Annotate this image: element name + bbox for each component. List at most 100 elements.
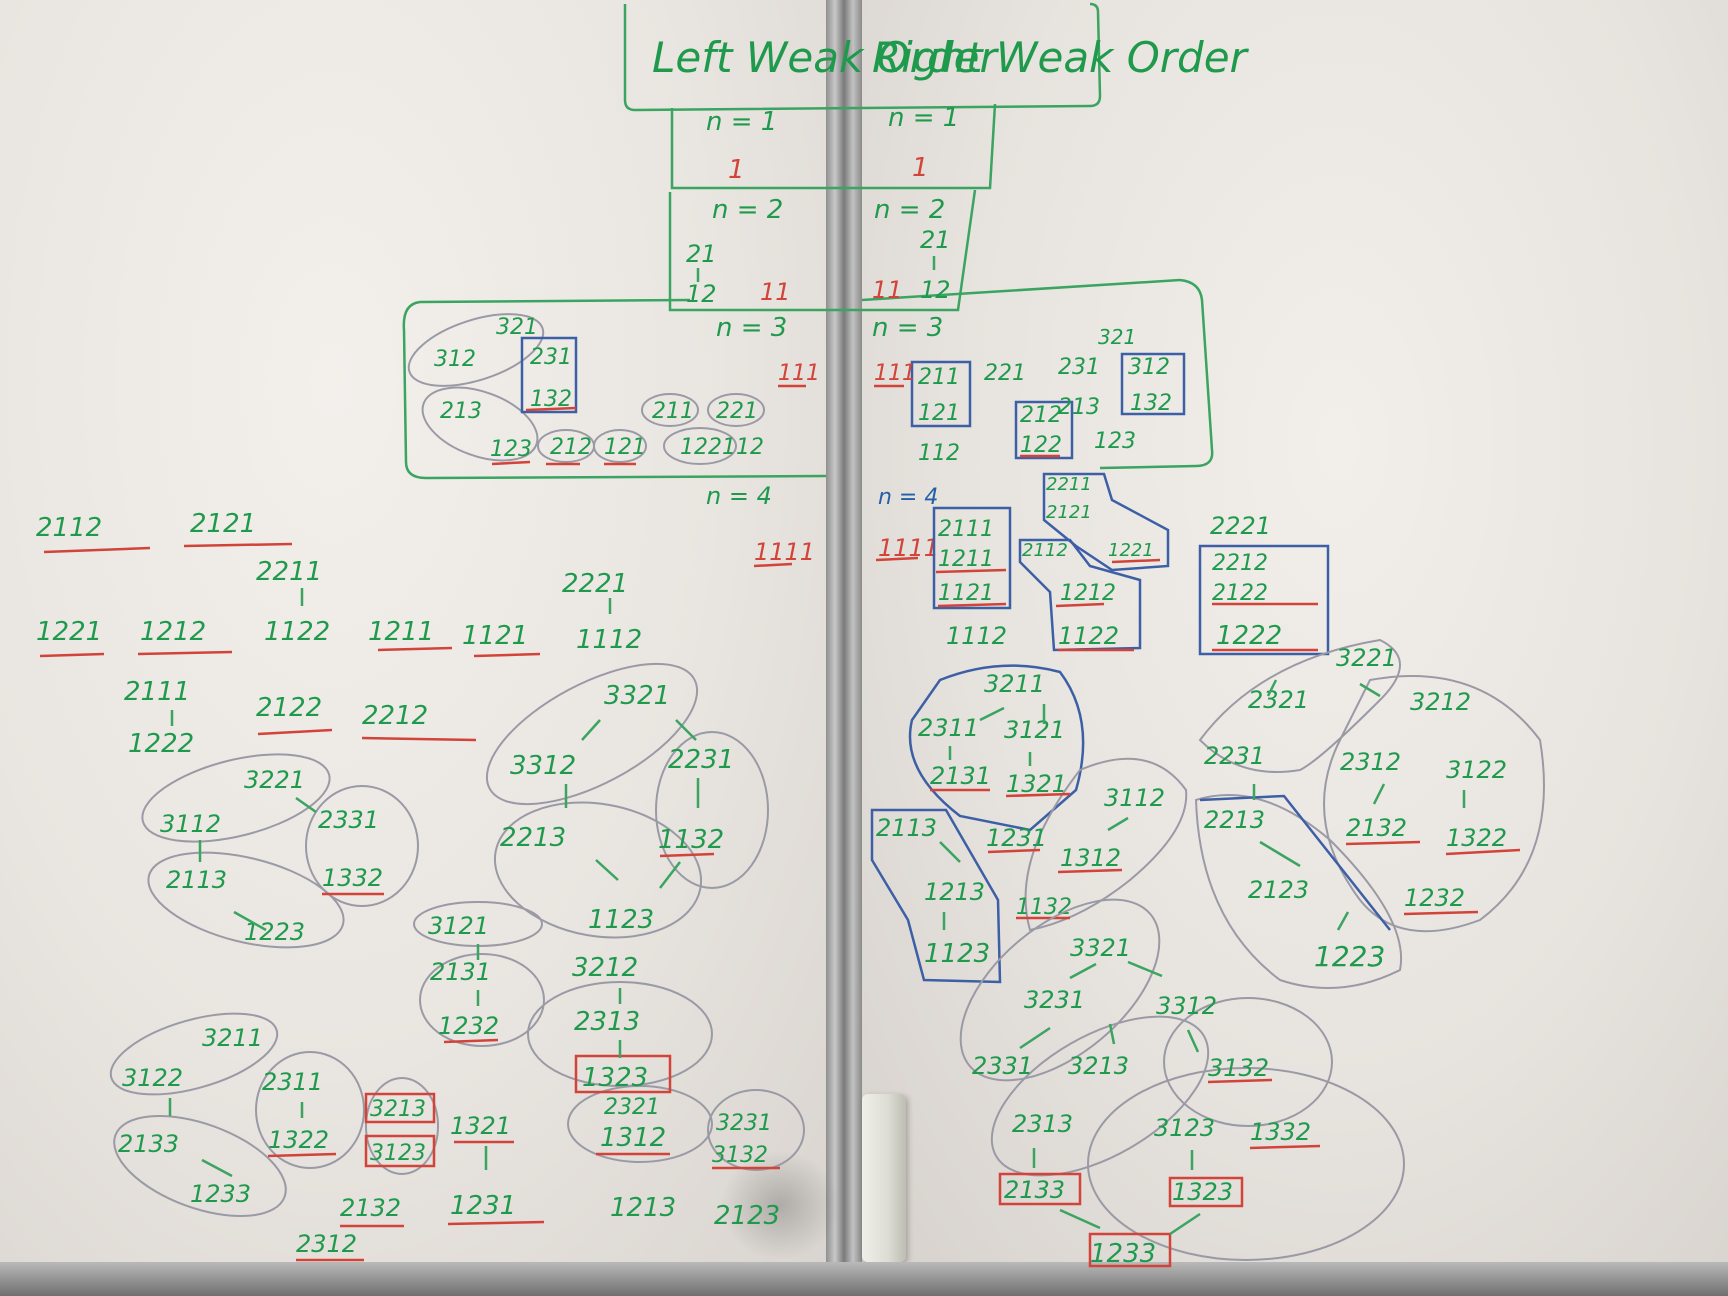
left-n4-item: 3221 (244, 766, 305, 794)
left-n4-item: 2321 (604, 1095, 660, 1120)
left-n4-item: 2133 (118, 1130, 179, 1158)
right-n4-item: 1121 (938, 581, 994, 606)
right-n3-item: 312 (1128, 355, 1170, 380)
right-n4-item: 1323 (1172, 1178, 1233, 1206)
left-n3-item: 123 (490, 437, 532, 462)
left-n3-item: 221 (716, 399, 758, 424)
left-n4-item: 1132 (658, 825, 724, 855)
title-right: Right Weak Order (872, 33, 1250, 82)
right-n4-item: 2123 (1248, 876, 1309, 904)
n2-box (668, 189, 977, 312)
label-n2-left: n = 2 (712, 195, 783, 225)
left-n4-item: 1231 (450, 1191, 516, 1221)
left-n4-item: 2211 (256, 557, 322, 587)
right-n4-item: 1332 (1250, 1118, 1311, 1146)
left-n4-item: 2221 (562, 569, 628, 599)
right-n4-item: 3212 (1410, 688, 1471, 716)
right-n4-item: 2221 (1210, 512, 1271, 540)
right-n4-item: 2231 (1204, 742, 1265, 770)
right-n4-item: 2311 (918, 714, 979, 742)
left-n4-item: 3211 (202, 1024, 263, 1052)
left-n4-item: 1211 (368, 617, 434, 647)
left-n4-item: 3213 (370, 1097, 426, 1122)
right-n4-item: 1123 (924, 939, 990, 969)
right-n4-item: 3122 (1446, 756, 1507, 784)
right-n4-item: 3312 (1156, 992, 1217, 1020)
left-n3-item: 231 (530, 345, 572, 370)
right-n4-item: 2331 (972, 1052, 1033, 1080)
right-n1-item: 1 (912, 153, 929, 183)
left-n4-item: 1111 (754, 538, 815, 566)
right-n4-item: 1312 (1060, 844, 1121, 872)
n3-box-left (402, 300, 827, 480)
left-n4-item: 1112 (576, 625, 642, 655)
left-n4-item: 2231 (668, 745, 734, 775)
title-box (623, 2, 1102, 112)
right-n4-item: 3112 (1104, 784, 1165, 812)
left-n4-item: 3121 (428, 912, 489, 940)
right-n3-item: 213 (1058, 395, 1100, 420)
right-n4-item: 3213 (1068, 1052, 1129, 1080)
left-n4-item: 1212 (140, 617, 206, 647)
right-n4-item: 2213 (1204, 806, 1265, 834)
right-n3-item: 122 (1020, 433, 1062, 458)
left-n4-item: 2331 (318, 806, 379, 834)
left-n4-item: 3212 (572, 953, 638, 983)
left-n3-item: 321 (496, 315, 538, 340)
n3-box-top (419, 298, 691, 304)
n3-box-right (861, 278, 1214, 470)
right-n3-item: 221 (984, 361, 1026, 386)
right-n3-item: 231 (1058, 355, 1100, 380)
left-n4-item: 2121 (190, 509, 256, 539)
right-n4-item: 1233 (1090, 1239, 1156, 1269)
left-n4-item: 3123 (370, 1141, 426, 1166)
right-n4-item: 1213 (924, 878, 985, 906)
whiteboard-left-panel (0, 0, 830, 1268)
right-n4-item: 2111 (938, 517, 994, 542)
left-n1-item: 1 (728, 155, 745, 185)
title-left: Left Weak Order (652, 33, 999, 82)
left-n4-item: 1232 (438, 1012, 499, 1040)
left-n4-item: 2213 (500, 823, 566, 853)
right-n4-item: 3221 (1336, 644, 1397, 672)
right-n3-item: 123 (1094, 429, 1136, 454)
left-n4-item: 1221 (36, 617, 102, 647)
left-n3-item: 111 (778, 361, 820, 386)
left-n2-item: 11 (760, 278, 791, 306)
left-n4-item: 1321 (450, 1112, 511, 1140)
right-n4-item: 1223 (1314, 940, 1385, 973)
left-n4-item: 1122 (264, 617, 330, 647)
right-n4-item: 1221 (1108, 540, 1154, 561)
right-n4-item: 2121 (1046, 502, 1092, 523)
right-n4-item: 2321 (1248, 686, 1309, 714)
right-n3-item: 121 (918, 401, 960, 426)
left-n4-item: 1323 (582, 1063, 648, 1093)
right-n3-item: 211 (918, 365, 960, 390)
right-n2-item: 12 (920, 276, 951, 304)
whiteboard-eraser (862, 1094, 906, 1262)
whiteboard-right-panel (860, 0, 1728, 1268)
left-n4-item: 3132 (712, 1143, 768, 1168)
left-n4-item: 2111 (124, 677, 190, 707)
right-n4-item: 1222 (1216, 621, 1282, 651)
left-n4-item: 3312 (510, 751, 576, 781)
left-n3-item: 213 (440, 399, 482, 424)
label-n1-right: n = 1 (888, 103, 959, 133)
right-n4-item: 1231 (986, 824, 1047, 852)
label-n4-right: n = 4 (878, 485, 938, 510)
left-n4-item: 1322 (268, 1126, 329, 1154)
right-n3-item: 212 (1020, 403, 1062, 428)
left-n4-item: 1121 (462, 621, 528, 651)
left-n4-item: 3122 (122, 1064, 183, 1092)
left-n4-item: 2132 (340, 1194, 401, 1222)
label-n3-left: n = 3 (716, 313, 787, 343)
label-n4-left: n = 4 (706, 482, 772, 510)
right-n3-item: 112 (918, 441, 960, 466)
right-n4-item: 1112 (946, 622, 1007, 650)
right-n4-item: 2312 (1340, 748, 1401, 776)
right-n4-item: 1122 (1058, 622, 1119, 650)
left-n2-item: 21 (686, 240, 717, 268)
left-n4-item: 3231 (716, 1111, 772, 1136)
